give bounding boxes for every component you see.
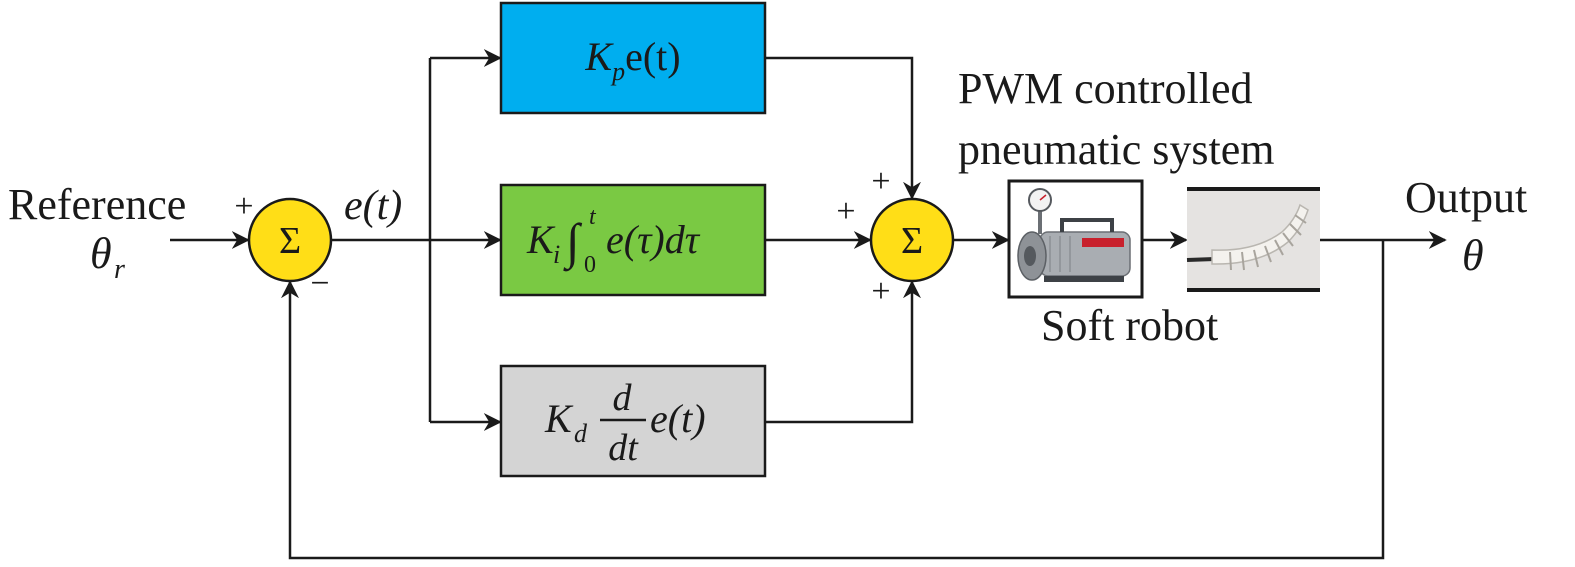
- p-gain-symbol: K: [584, 34, 614, 79]
- error-signal-label: e(t): [344, 183, 402, 229]
- feedback-wire: [281, 240, 1385, 560]
- sum1-minus-sign: −: [310, 265, 329, 302]
- sum2-plus-top: +: [871, 163, 890, 200]
- sum1-symbol: Σ: [279, 220, 301, 262]
- integral-block: K i ∫ t 0 e(τ)dτ: [499, 183, 767, 297]
- wire-p-to-sum2: [765, 56, 921, 200]
- p-gain-subscript: p: [610, 57, 625, 86]
- output-symbol: θ: [1462, 231, 1484, 280]
- integral-sign: ∫: [563, 213, 583, 272]
- sum2-plus-bottom: +: [871, 273, 890, 310]
- pump-image: [1007, 179, 1144, 299]
- reference-label: Reference: [8, 180, 186, 229]
- wire-d-to-sum2: [765, 280, 921, 424]
- derivative-denominator: dt: [608, 427, 639, 469]
- robot-photo-bg: [1187, 187, 1320, 292]
- integral-lower-limit: 0: [584, 252, 596, 278]
- output-label: Output: [1405, 173, 1527, 222]
- actuator-chambers: [1229, 214, 1307, 271]
- d-block-expression: e(t): [650, 396, 706, 441]
- air-tube: [1186, 257, 1216, 262]
- p-block-formula: Kpe(t): [584, 34, 680, 86]
- plant-title-line1: PWM controlled: [958, 64, 1253, 113]
- pump-brand-label: [1082, 238, 1124, 247]
- p-block-expression: e(t): [625, 34, 681, 79]
- plant-title-line2: pneumatic system: [958, 125, 1275, 174]
- d-gain-subscript: d: [574, 419, 588, 448]
- soft-actuator: [1211, 203, 1309, 265]
- derivative-numerator: d: [613, 377, 633, 419]
- i-block-expression: e(τ)dτ: [606, 217, 701, 262]
- signal-wires: [170, 49, 1447, 560]
- i-gain-symbol: K: [526, 217, 556, 262]
- plant-caption: Soft robot: [1041, 301, 1218, 350]
- p-block-rect: [499, 1, 767, 115]
- sum1-plus-sign: +: [234, 188, 253, 225]
- d-gain-symbol: K: [544, 396, 574, 441]
- i-gain-subscript: i: [553, 240, 560, 269]
- proportional-block: Kpe(t): [499, 1, 767, 115]
- reference-symbol: θ: [90, 229, 112, 278]
- sum1-circle: [247, 197, 333, 283]
- i-block-rect: [499, 183, 767, 297]
- summing-junction-2: Σ + + +: [836, 163, 955, 310]
- integral-upper-limit: t: [589, 204, 597, 230]
- reference-subscript: r: [114, 254, 125, 285]
- derivative-block: K d d dt e(t): [499, 364, 767, 478]
- sum2-plus-left: +: [836, 193, 855, 230]
- summing-junction-1: Σ + −: [234, 188, 333, 302]
- sum2-symbol: Σ: [901, 220, 923, 262]
- sum2-circle: [869, 197, 955, 283]
- soft-robot-image: [1186, 187, 1320, 292]
